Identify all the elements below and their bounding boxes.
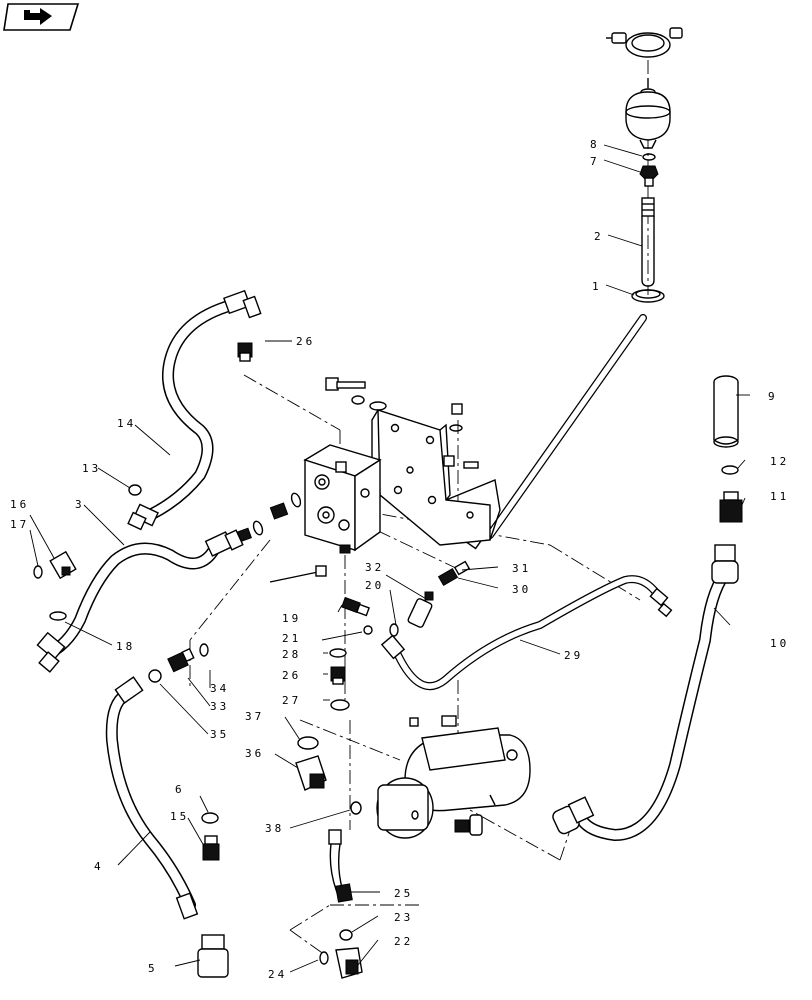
callout-24: 24	[268, 968, 287, 981]
hose-29-ends	[380, 587, 673, 660]
callout-27: 27	[282, 694, 301, 707]
callout-2: 2	[594, 230, 604, 243]
adapter-fittings-left	[236, 492, 302, 543]
hose-4-ends	[114, 676, 199, 920]
adapter-7	[639, 165, 659, 187]
leader-lines	[29, 144, 750, 973]
o-ring-20	[389, 623, 399, 637]
accumulator-clamp	[606, 27, 683, 58]
motor-pump-unit	[376, 715, 531, 839]
adapter-15	[202, 835, 220, 861]
callout-25: 25	[394, 887, 413, 900]
accumulator	[625, 78, 671, 149]
o-ring-34	[199, 643, 209, 657]
valve-block	[303, 444, 382, 554]
bracket-bolt	[325, 377, 479, 469]
callout-34: 34	[210, 682, 229, 695]
callout-28: 28	[282, 648, 301, 661]
hose-14-ends	[127, 289, 262, 531]
hose-25	[328, 829, 353, 903]
callout-32: 32	[365, 561, 384, 574]
callout-16: 16	[10, 498, 29, 511]
callout-14: 14	[117, 417, 136, 430]
callout-26-middle: 26	[282, 669, 301, 682]
callout-37: 37	[245, 710, 264, 723]
adapter-33	[167, 647, 195, 673]
fitting-19	[341, 596, 370, 617]
callout-labels: 1 2 3 4 5 6 7 8 9 10 11 12 13 14 15 16 1…	[10, 138, 789, 981]
callout-38: 38	[265, 822, 284, 835]
elbow-36	[295, 755, 327, 791]
o-ring-28	[329, 648, 347, 658]
callout-7: 7	[590, 155, 600, 168]
callout-26-top: 26	[296, 335, 315, 348]
callout-17: 17	[10, 518, 29, 531]
callout-11: 11	[770, 490, 789, 503]
callout-36: 36	[245, 747, 264, 760]
tee-fitting-30-31	[437, 560, 471, 587]
centerlines	[189, 60, 649, 956]
long-bolt	[269, 565, 327, 583]
o-ring-35	[148, 669, 162, 683]
o-ring-38	[350, 801, 362, 815]
elbow-22	[335, 947, 363, 979]
callout-35: 35	[210, 728, 229, 741]
callout-12: 12	[770, 455, 789, 468]
callout-10: 10	[770, 637, 789, 650]
callout-29: 29	[564, 649, 583, 662]
callout-23: 23	[394, 911, 413, 924]
callout-15: 15	[170, 810, 189, 823]
callout-3: 3	[75, 498, 85, 511]
callout-21: 21	[282, 632, 301, 645]
hose-3-ends	[36, 529, 244, 673]
nut-5	[197, 934, 229, 978]
o-ring-24	[319, 951, 329, 965]
callout-13: 13	[82, 462, 101, 475]
o-ring-18	[49, 611, 67, 621]
mounting-bracket	[371, 409, 501, 546]
callout-33: 33	[210, 700, 229, 713]
o-ring-8	[642, 153, 656, 161]
callout-19: 19	[282, 612, 301, 625]
hose-2	[641, 197, 655, 287]
pressure-switch-32	[407, 591, 434, 628]
o-ring-37	[297, 736, 319, 750]
o-ring-13	[128, 484, 142, 496]
o-ring-21	[363, 625, 373, 635]
callout-8: 8	[590, 138, 600, 151]
callout-20: 20	[365, 579, 384, 592]
clamp-1	[631, 289, 665, 303]
o-ring-6	[201, 812, 219, 824]
callout-5: 5	[148, 962, 158, 975]
adapter-11	[719, 491, 743, 523]
callout-4: 4	[94, 860, 104, 873]
callout-22: 22	[394, 935, 413, 948]
o-ring-23	[339, 929, 353, 941]
callout-6: 6	[175, 783, 185, 796]
o-ring-12	[721, 465, 739, 475]
fitting-26-middle	[330, 666, 346, 685]
fitting-26-top	[237, 342, 253, 362]
filter-9	[713, 375, 739, 448]
callout-31: 31	[512, 562, 531, 575]
hose-10-ends	[552, 544, 739, 835]
callout-1: 1	[592, 280, 602, 293]
callout-9: 9	[768, 390, 778, 403]
callout-30: 30	[512, 583, 531, 596]
callout-18: 18	[116, 640, 135, 653]
elbow-16-17	[33, 550, 77, 580]
o-ring-27	[330, 699, 350, 711]
navigation-arrow-icon[interactable]	[3, 3, 80, 31]
